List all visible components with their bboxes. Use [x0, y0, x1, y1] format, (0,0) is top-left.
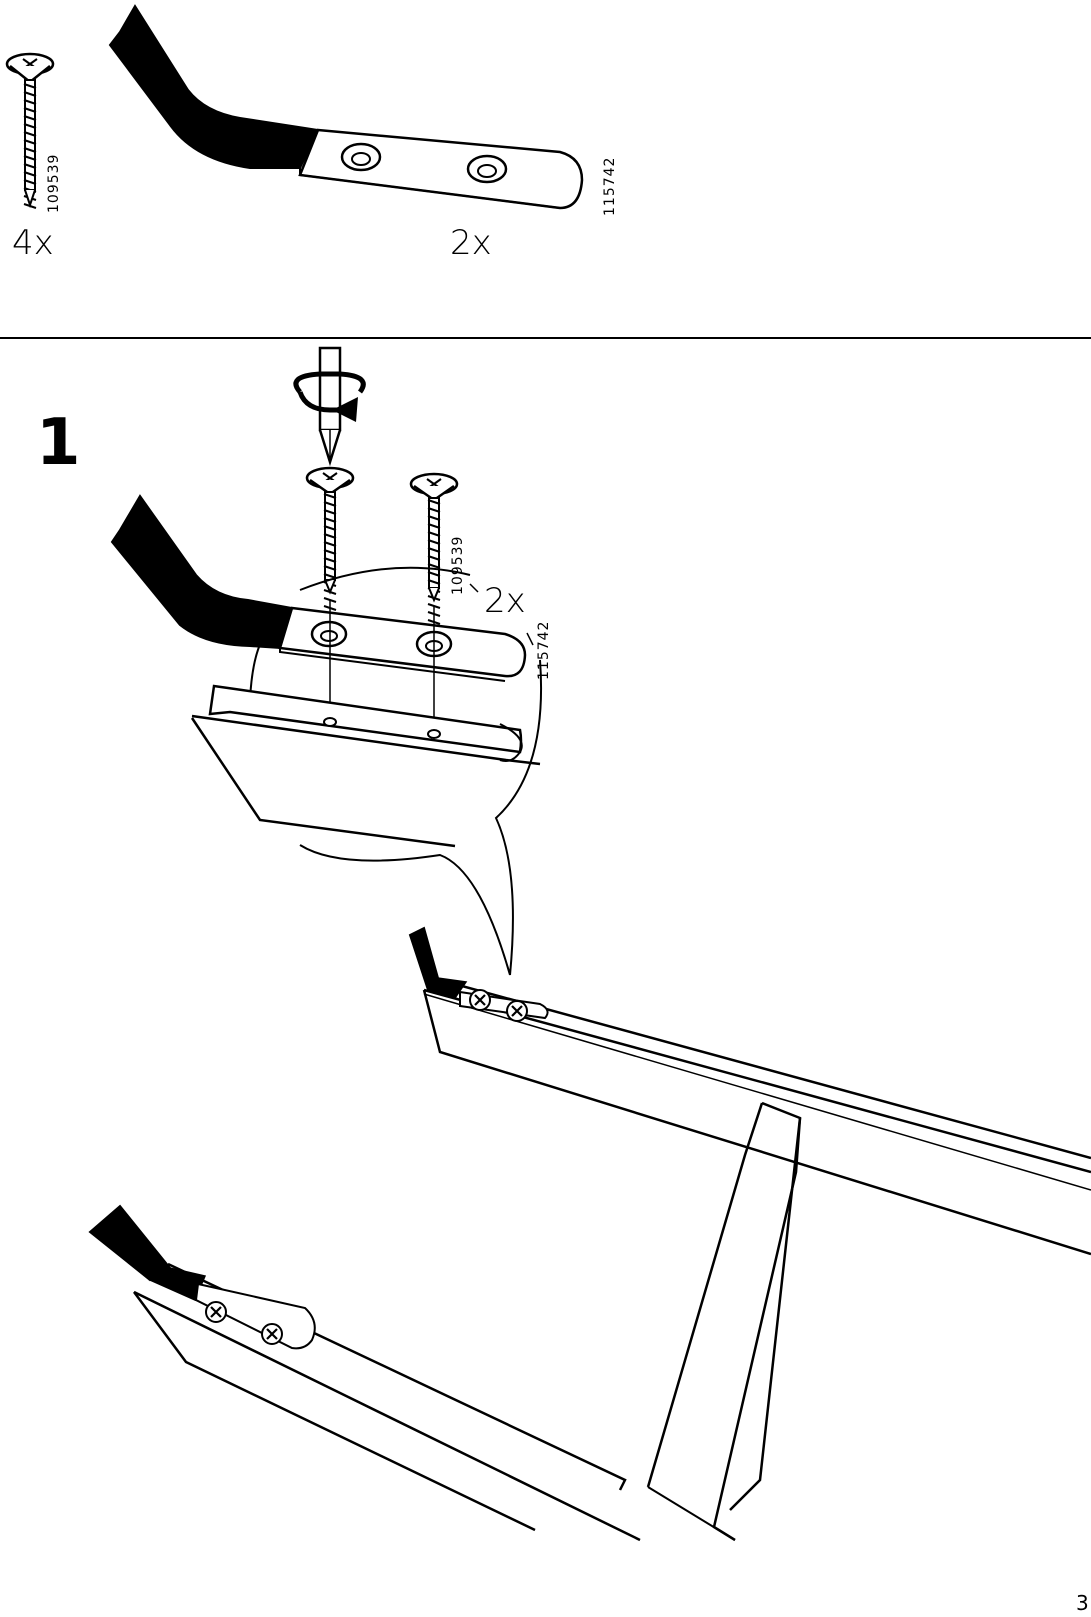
screwdriver-icon — [296, 348, 363, 462]
bracket-part-code: 115742 — [602, 157, 618, 216]
bed-frame-illustration — [90, 928, 1091, 1540]
bracket-part-illustration — [110, 6, 582, 208]
screw-part-code: 109539 — [46, 154, 62, 213]
bracket-quantity: 2x — [450, 223, 492, 263]
callout-bracket-code: 115742 — [536, 621, 552, 680]
callout-screw-code: 109539 — [450, 536, 466, 595]
page-number: 3 — [1076, 1591, 1089, 1615]
callout-quantity: 2x — [484, 581, 526, 621]
screw-quantity: 4x — [12, 223, 54, 263]
step-screw-left — [307, 468, 353, 618]
step-number: 1 — [36, 406, 81, 480]
